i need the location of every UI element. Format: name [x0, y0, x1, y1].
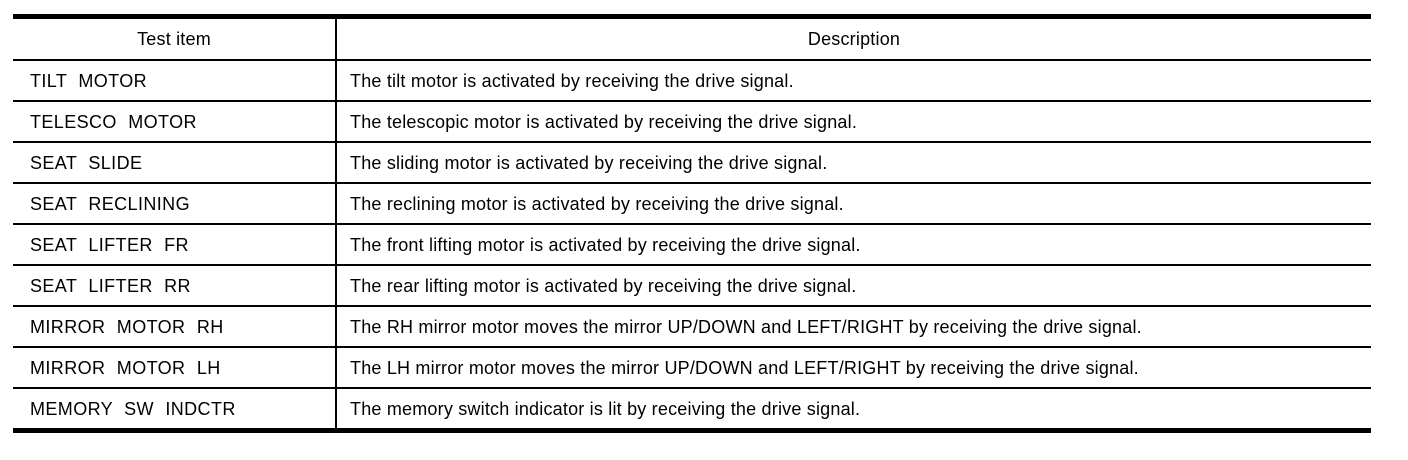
table-row: SEAT LIFTER RR The rear lifting motor is…	[13, 266, 1371, 307]
test-item-cell: TELESCO MOTOR	[13, 102, 337, 141]
table-row: SEAT SLIDE The sliding motor is activate…	[13, 143, 1371, 184]
table-row: MIRROR MOTOR RH The RH mirror motor move…	[13, 307, 1371, 348]
description-cell: The reclining motor is activated by rece…	[350, 193, 844, 214]
test-item-cell: MEMORY SW INDCTR	[13, 389, 337, 428]
test-item-cell: MIRROR MOTOR RH	[13, 307, 337, 346]
table-row: MIRROR MOTOR LH The LH mirror motor move…	[13, 348, 1371, 389]
test-item-cell: SEAT RECLINING	[13, 184, 337, 223]
description-cell: The telescopic motor is activated by rec…	[350, 111, 858, 132]
table-row: SEAT LIFTER FR The front lifting motor i…	[13, 225, 1371, 266]
header-test-item: Test item	[13, 19, 337, 59]
table-row: TILT MOTOR The tilt motor is activated b…	[13, 61, 1371, 102]
description-cell: The rear lifting motor is activated by r…	[350, 275, 857, 296]
table-row: SEAT RECLINING The reclining motor is ac…	[13, 184, 1371, 225]
description-cell: The front lifting motor is activated by …	[350, 234, 861, 255]
description-cell: The LH mirror motor moves the mirror UP/…	[350, 357, 1139, 378]
test-item-cell: MIRROR MOTOR LH	[13, 348, 337, 387]
test-item-cell: SEAT LIFTER FR	[13, 225, 337, 264]
test-item-cell: SEAT LIFTER RR	[13, 266, 337, 305]
test-item-table: Test item Description TILT MOTOR The til…	[13, 14, 1371, 433]
description-cell: The tilt motor is activated by receiving…	[350, 70, 794, 91]
table-row: MEMORY SW INDCTR The memory switch indic…	[13, 389, 1371, 428]
header-description: Description	[807, 29, 901, 49]
table-row: TELESCO MOTOR The telescopic motor is ac…	[13, 102, 1371, 143]
description-cell: The memory switch indicator is lit by re…	[350, 398, 861, 419]
description-cell: The RH mirror motor moves the mirror UP/…	[350, 316, 1142, 337]
description-cell: The sliding motor is activated by receiv…	[350, 152, 828, 173]
table-header-row: Test item Description	[13, 19, 1371, 61]
test-item-cell: SEAT SLIDE	[13, 143, 337, 182]
test-item-cell: TILT MOTOR	[13, 61, 337, 100]
